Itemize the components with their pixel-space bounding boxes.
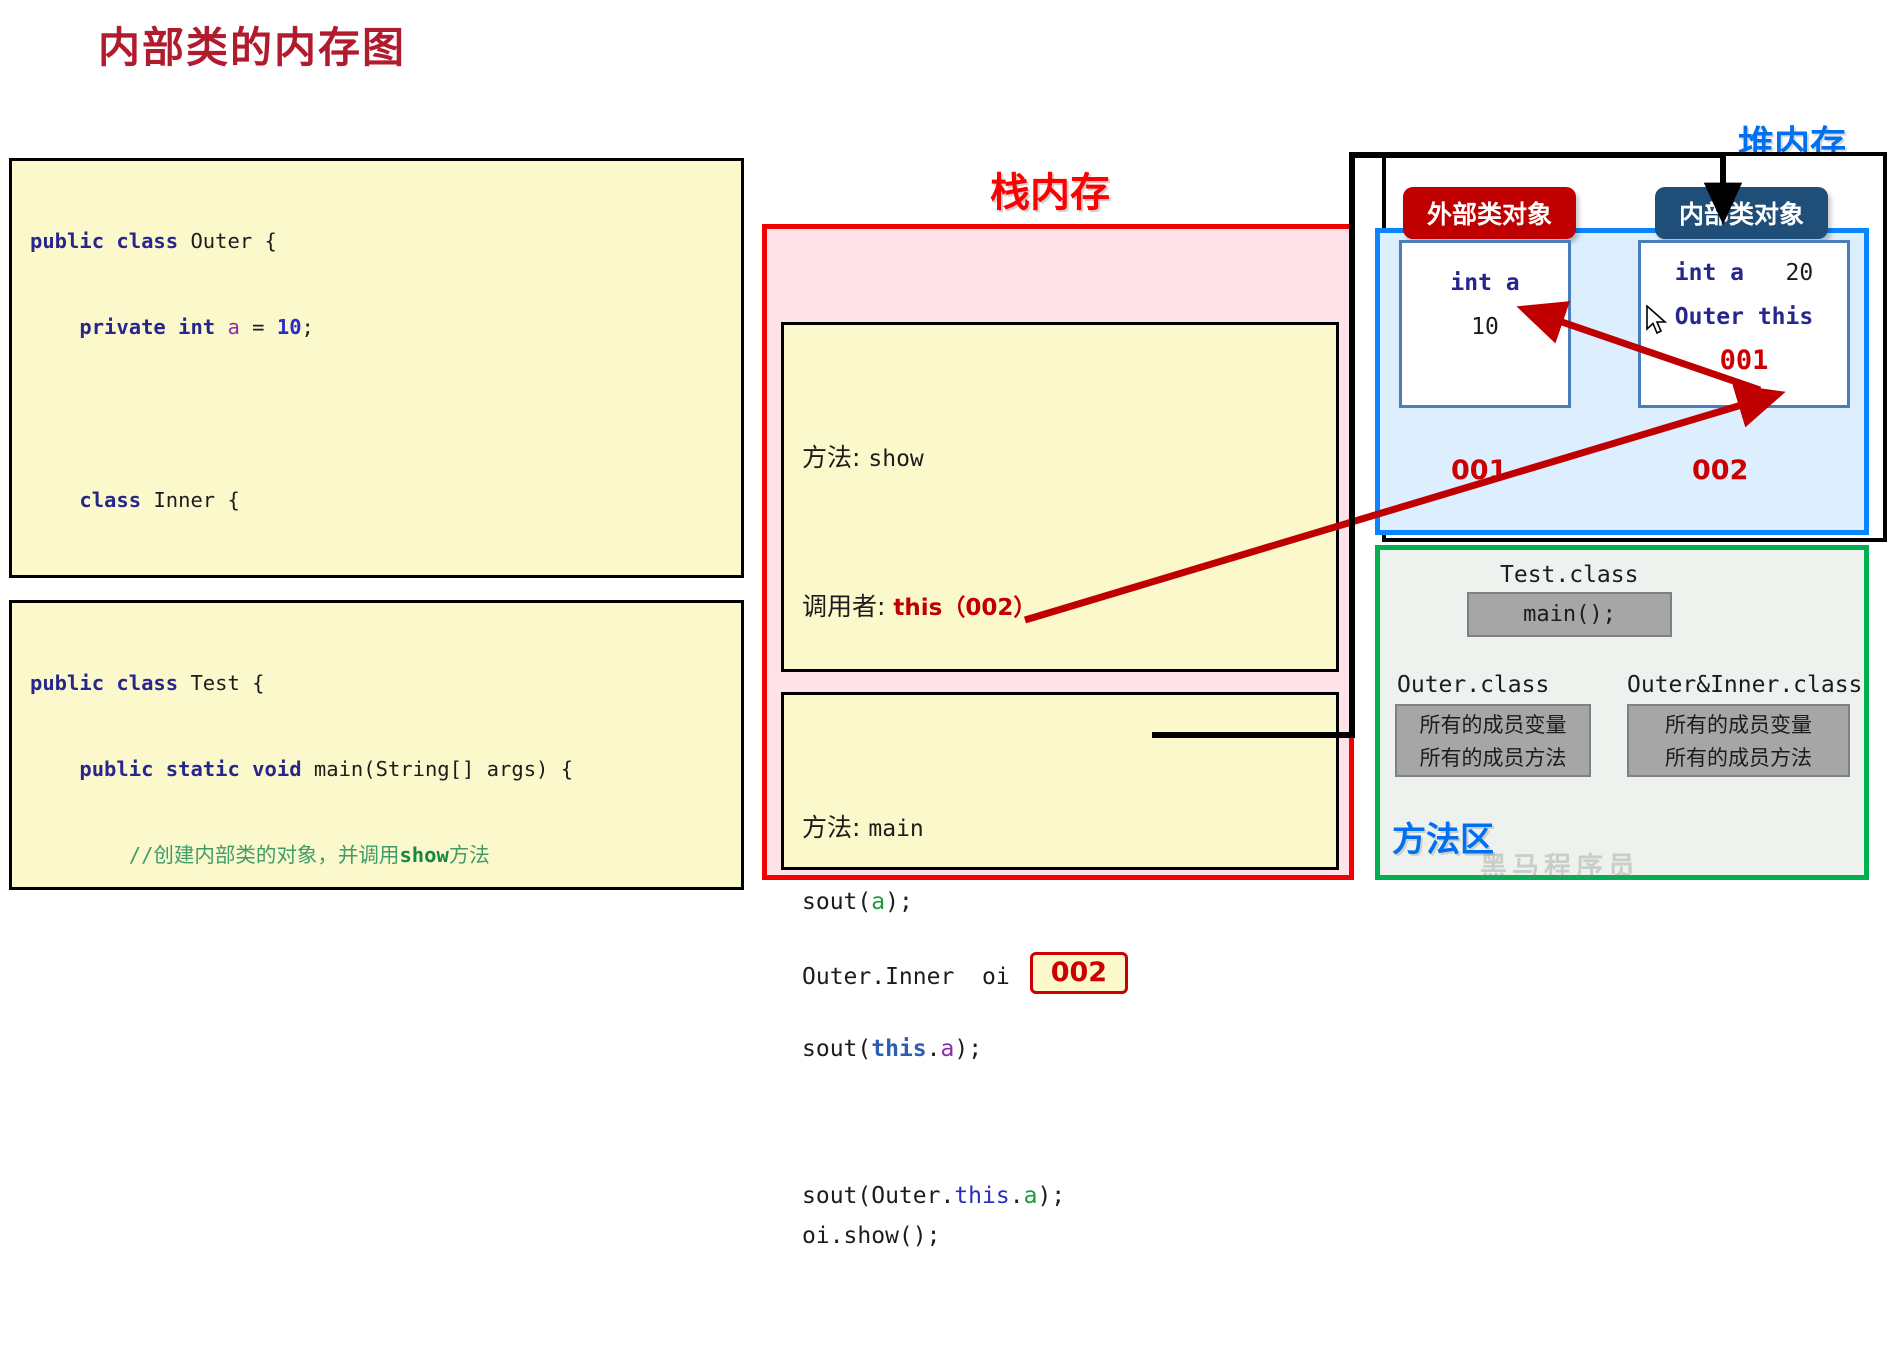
class-name-test: Test.class xyxy=(1500,562,1639,588)
frame-method-name: show xyxy=(868,446,924,472)
stack-memory-label: 栈内存 xyxy=(990,170,1110,216)
inner-ref-field: Outer this xyxy=(1674,304,1814,330)
method-card-main: main(); xyxy=(1467,592,1672,637)
method-card-outer: 所有的成员变量 所有的成员方法 xyxy=(1395,704,1591,777)
member-entry: main(); xyxy=(1523,602,1616,627)
inner-field-name: int a xyxy=(1674,260,1744,286)
inner-object-tag: 内部类对象 xyxy=(1655,187,1829,239)
member-entry: 所有的成员变量 xyxy=(1665,713,1812,737)
outer-field-name: int a xyxy=(1450,270,1520,296)
class-name-outer-inner: Outer&Inner.class xyxy=(1627,672,1863,698)
inner-object-card: int a 20 Outer this 001 xyxy=(1638,240,1850,408)
code-line: public static void main(String[] args) { xyxy=(79,756,574,781)
outer-object-card: int a 10 xyxy=(1399,240,1571,408)
outer-object-address: 001 xyxy=(1451,455,1508,486)
frame-line: oi.show(); xyxy=(802,1223,941,1249)
slide-canvas: 内部类的内存图 public class Outer { private int… xyxy=(9,23,1887,1249)
main-var-type: Outer.Inner xyxy=(802,964,955,990)
inner-field-value: 20 xyxy=(1785,260,1814,286)
code-line: //创建内部类的对象，并调用show方法 xyxy=(128,843,490,868)
code-line: class Inner { xyxy=(79,487,240,512)
frame-method-label: 方法: xyxy=(802,813,861,842)
watermark: 黑马程序员 xyxy=(1480,852,1640,883)
member-entry: 所有的成员方法 xyxy=(1419,746,1567,770)
page-title: 内部类的内存图 xyxy=(98,23,407,72)
method-card-outer-inner: 所有的成员变量 所有的成员方法 xyxy=(1627,704,1850,777)
main-var-name: oi xyxy=(982,964,1010,990)
frame-caller-label: 调用者: xyxy=(802,592,886,621)
mouse-cursor-icon xyxy=(1646,305,1668,335)
method-area-label: 方法区 xyxy=(1392,820,1494,860)
frame-line: sout(this.a); xyxy=(802,1036,983,1062)
code-line: private int a = 20; xyxy=(30,572,741,575)
outer-field-value: 10 xyxy=(1471,314,1499,340)
outer-object-tag: 外部类对象 xyxy=(1403,187,1577,239)
code-line: public class Outer { xyxy=(30,228,277,253)
frame-line xyxy=(802,1100,1336,1114)
inner-ref-value: 001 xyxy=(1719,345,1769,376)
stack-frame-main: 方法: main Outer.Inner oi 002 oi.show(); xyxy=(781,692,1339,1249)
member-entry: 所有的成员变量 xyxy=(1419,713,1567,737)
code-line xyxy=(30,399,741,428)
frame-line: Outer.Inner oi 002 xyxy=(802,952,1336,1002)
stack-frame-show: 方法: show 调用者: this（002） int a = 30; sout… xyxy=(781,322,1339,1209)
frame-method-label: 方法: xyxy=(802,443,861,472)
frame-caller-value: this（002） xyxy=(893,595,1037,621)
code-line: private int a = 10; xyxy=(79,314,314,339)
member-entry: 所有的成员方法 xyxy=(1665,746,1812,770)
frame-method-name: main xyxy=(868,816,924,842)
class-name-outer: Outer.class xyxy=(1397,672,1550,698)
stack-memory-region: 方法: show 调用者: this（002） int a = 30; sout… xyxy=(762,224,1354,1249)
code-block-test: public class Test { public static void m… xyxy=(9,600,744,890)
code-block-outer: public class Outer { private int a = 10;… xyxy=(9,158,744,578)
code-line: public class Test { xyxy=(30,670,265,695)
inner-object-address: 002 xyxy=(1692,455,1749,486)
main-var-value-box: 002 xyxy=(1029,952,1129,994)
